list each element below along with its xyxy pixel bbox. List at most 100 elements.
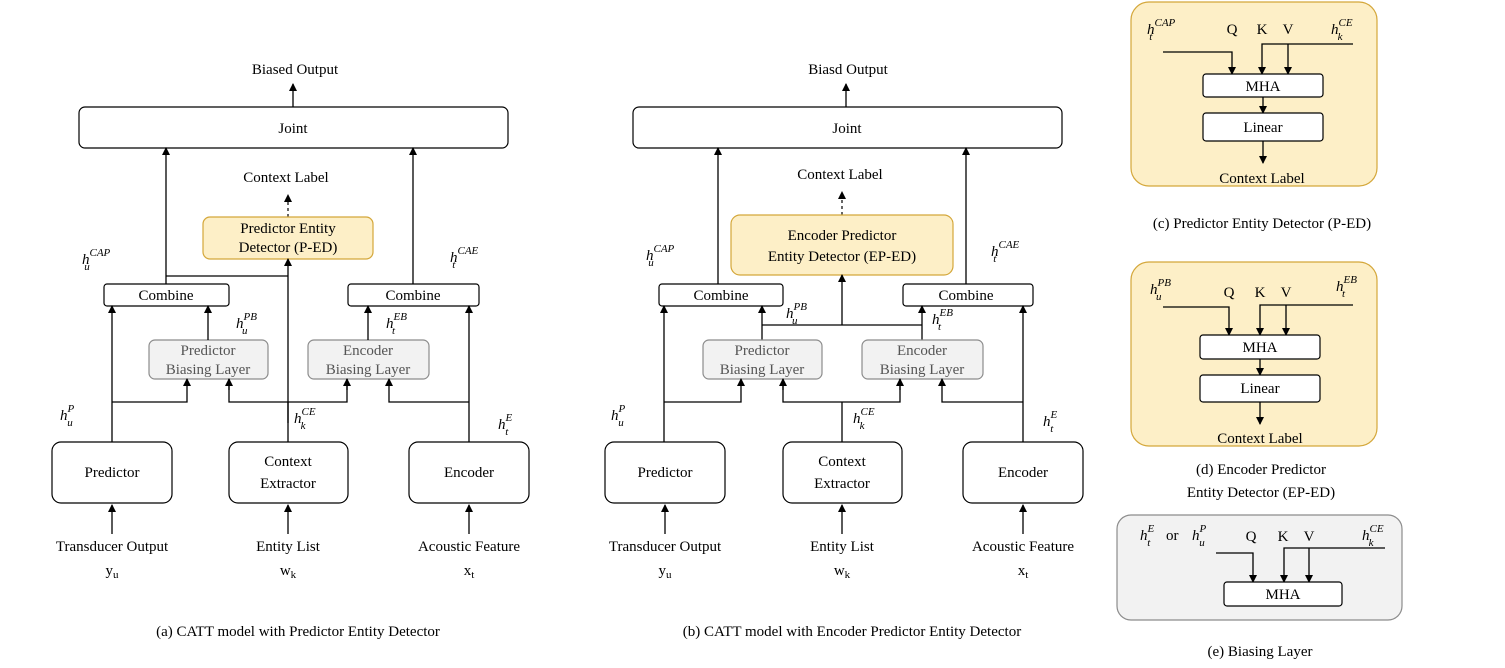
- combine-right-label: Combine: [386, 288, 441, 304]
- wk-symbol-b: wk: [834, 563, 851, 581]
- e-or-word: or: [1166, 528, 1179, 544]
- caption-d-line2: Entity Detector (EP-ED): [1187, 485, 1335, 501]
- e-k-label: K: [1278, 529, 1289, 545]
- d-k-label: K: [1255, 285, 1266, 301]
- wk-symbol: wk: [280, 563, 297, 581]
- panel-b: Biasd Output Joint Context Label Encoder…: [604, 62, 1084, 640]
- entity-list-label: Entity List: [256, 539, 321, 555]
- context-extractor-line2: Extractor: [260, 476, 316, 492]
- detector-b-line1: Encoder Predictor: [788, 228, 897, 244]
- entity-list-label-b: Entity List: [810, 539, 875, 555]
- biasd-output-label: Biasd Output: [808, 62, 888, 78]
- combine-right-label-b: Combine: [939, 288, 994, 304]
- context-extractor-b-line2: Extractor: [814, 476, 870, 492]
- context-label-text: Context Label: [243, 170, 328, 186]
- caption-c: (c) Predictor Entity Detector (P-ED): [1153, 216, 1371, 232]
- e-v-label: V: [1304, 529, 1315, 545]
- predictor-label-b: Predictor: [638, 465, 693, 481]
- d-v-label: V: [1281, 285, 1292, 301]
- c-context-label: Context Label: [1219, 171, 1304, 187]
- xt-symbol: xt: [464, 563, 475, 581]
- encoder-label-b: Encoder: [998, 465, 1048, 481]
- c-mha-label: MHA: [1245, 79, 1280, 95]
- encoder-label: Encoder: [444, 465, 494, 481]
- c-q-label: Q: [1227, 22, 1238, 38]
- e-q-label: Q: [1246, 529, 1257, 545]
- caption-b: (b) CATT model with Encoder Predictor En…: [683, 624, 1021, 640]
- context-label-text-b: Context Label: [797, 167, 882, 183]
- e-mha-label: MHA: [1265, 587, 1300, 603]
- detector-label-line2: Detector (P-ED): [239, 240, 338, 256]
- combine-right-box-b: [902, 283, 1034, 307]
- pred-bias-b-line1: Predictor: [735, 343, 790, 359]
- e-mha-box: [1223, 581, 1343, 607]
- c-v-label: V: [1283, 22, 1294, 38]
- combine-left-label: Combine: [139, 288, 194, 304]
- caption-e: (e) Biasing Layer: [1208, 644, 1313, 660]
- encoder-box: [408, 441, 530, 504]
- pred-bias-line2: Biasing Layer: [166, 362, 251, 378]
- yu-symbol-b: yu: [659, 563, 673, 581]
- joint-label-b: Joint: [832, 121, 862, 137]
- d-mha-label: MHA: [1242, 340, 1277, 356]
- joint-box-b: [632, 106, 1063, 149]
- encoder-box-b: [962, 441, 1084, 504]
- pred-bias-b-line2: Biasing Layer: [720, 362, 805, 378]
- encoder-predictor-entity-detector-box: [730, 214, 954, 276]
- yu-symbol: yu: [106, 563, 120, 581]
- combine-left-box-b: [658, 283, 784, 307]
- enc-bias-b-line1: Encoder: [897, 343, 947, 359]
- pred-bias-line1: Predictor: [181, 343, 236, 359]
- context-extractor-line1: Context: [264, 454, 312, 470]
- d-linear-label: Linear: [1240, 381, 1279, 397]
- transducer-output-label: Transducer Output: [56, 539, 169, 555]
- combine-left-label-b: Combine: [694, 288, 749, 304]
- joint-box: [78, 106, 509, 149]
- biased-output-label: Biased Output: [252, 62, 339, 78]
- transducer-output-label-b: Transducer Output: [609, 539, 722, 555]
- detector-label-line1: Predictor Entity: [240, 221, 336, 237]
- context-extractor-box-b: [782, 441, 903, 504]
- enc-bias-b-line2: Biasing Layer: [880, 362, 965, 378]
- predictor-biasing-layer-box-b: [702, 339, 823, 380]
- c-k-label: K: [1257, 22, 1268, 38]
- panel-a: Biased Output Joint Context Label Predic…: [51, 62, 530, 640]
- predictor-box: [51, 441, 173, 504]
- predictor-box-b: [604, 441, 726, 504]
- detector-b-line2: Entity Detector (EP-ED): [768, 249, 916, 265]
- enc-bias-line2: Biasing Layer: [326, 362, 411, 378]
- c-linear-label: Linear: [1243, 120, 1282, 136]
- context-extractor-box: [228, 441, 349, 504]
- caption-a: (a) CATT model with Predictor Entity Det…: [156, 624, 440, 640]
- enc-bias-line1: Encoder: [343, 343, 393, 359]
- context-extractor-b-line1: Context: [818, 454, 866, 470]
- acoustic-feature-label: Acoustic Feature: [418, 539, 520, 555]
- d-q-label: Q: [1224, 285, 1235, 301]
- d-context-label: Context Label: [1217, 431, 1302, 447]
